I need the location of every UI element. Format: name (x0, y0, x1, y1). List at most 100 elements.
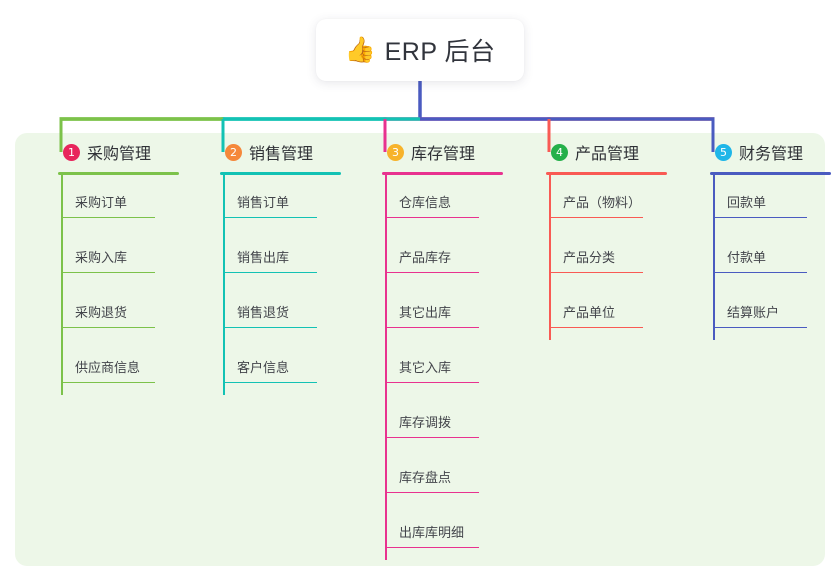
branch-item-rule (549, 217, 643, 219)
branch-item-label: 采购入库 (75, 250, 128, 265)
branch-item-rule (385, 437, 479, 439)
branch-item-rule (385, 382, 479, 384)
branch-title: 产品管理 (575, 146, 640, 163)
branch-item-list: 回款单付款单结算账户 (691, 175, 839, 340)
branch-item[interactable]: 回款单 (691, 175, 839, 230)
branch-item-label: 回款单 (727, 195, 767, 210)
branch-number-badge: 5 (715, 143, 732, 161)
branch-item-rule (385, 547, 479, 549)
branch-item-rule (385, 272, 479, 274)
branch-item-rule (61, 382, 155, 384)
branch-item[interactable]: 结算账户 (691, 285, 839, 340)
branch-item-rule (713, 217, 807, 219)
branch-number-badge: 1 (63, 143, 80, 161)
branch-item[interactable]: 其它出库 (363, 285, 523, 340)
branch-item[interactable]: 产品单位 (527, 285, 687, 340)
branch-item-label: 产品单位 (563, 305, 616, 320)
branch-item[interactable]: 仓库信息 (363, 175, 523, 230)
branch-item[interactable]: 出库库明细 (363, 505, 523, 560)
branch-item-label: 采购退货 (75, 305, 128, 320)
branch-item-label: 供应商信息 (75, 360, 141, 375)
branch-item-list: 采购订单采购入库采购退货供应商信息 (39, 175, 199, 395)
branch-title: 采购管理 (87, 146, 152, 163)
branch-item-label: 库存盘点 (399, 470, 452, 485)
branch-item-label: 销售出库 (237, 250, 290, 265)
branch-item[interactable]: 供应商信息 (39, 340, 199, 395)
branch-item-list: 仓库信息产品库存其它出库其它入库库存调拨库存盘点出库库明细 (363, 175, 523, 560)
branch-item-label: 客户信息 (237, 360, 290, 375)
branch-title: 销售管理 (249, 146, 314, 163)
branch-item-rule (385, 217, 479, 219)
branch-item[interactable]: 库存调拨 (363, 395, 523, 450)
branch-columns: 1 采购管理采购订单采购入库采购退货供应商信息 2 销售管理销售订单销售出库销售退货客… (15, 133, 831, 566)
branch-item[interactable]: 付款单 (691, 230, 839, 285)
branch-item-rule (385, 327, 479, 329)
branches-panel (15, 133, 825, 566)
branch-item-rule (713, 327, 807, 329)
branch-item[interactable]: 库存盘点 (363, 450, 523, 505)
branch-item-list: 销售订单销售出库销售退货客户信息 (201, 175, 361, 395)
branch-item-label: 销售退货 (237, 305, 290, 320)
branch-column: 1 采购管理采购订单采购入库采购退货供应商信息 (39, 133, 199, 395)
branch-item[interactable]: 客户信息 (201, 340, 361, 395)
branch-item[interactable]: 采购入库 (39, 230, 199, 285)
branch-title: 库存管理 (411, 146, 476, 163)
branch-item-label: 结算账户 (727, 305, 780, 320)
branch-header-rule (546, 172, 667, 175)
branch-header[interactable]: 1 采购管理 (39, 133, 199, 171)
branch-item-label: 产品分类 (563, 250, 616, 265)
branch-item-rule (223, 272, 317, 274)
branch-item-rule (61, 217, 155, 219)
branch-item[interactable]: 产品库存 (363, 230, 523, 285)
branch-item-label: 产品库存 (399, 250, 452, 265)
branch-item-rule (61, 272, 155, 274)
branch-stem (385, 175, 387, 560)
branch-item[interactable]: 其它入库 (363, 340, 523, 395)
branch-column: 5 财务管理回款单付款单结算账户 (691, 133, 839, 340)
branch-item-label: 仓库信息 (399, 195, 452, 210)
branch-item-label: 产品（物料） (563, 195, 642, 210)
branch-header[interactable]: 3 库存管理 (363, 133, 523, 171)
root-title: ERP 后台 (384, 38, 496, 66)
branch-item-label: 销售订单 (237, 195, 290, 210)
branch-item[interactable]: 产品分类 (527, 230, 687, 285)
branch-item-label: 库存调拨 (399, 415, 452, 430)
branch-item-rule (713, 272, 807, 274)
branch-item-rule (385, 492, 479, 494)
branch-header-rule (220, 172, 341, 175)
thumbs-up-icon: 👍 (344, 35, 376, 64)
branch-item-label: 采购订单 (75, 195, 128, 210)
branch-header-rule (58, 172, 179, 175)
branch-stem (223, 175, 225, 395)
branch-item[interactable]: 产品（物料） (527, 175, 687, 230)
branch-item-rule (549, 272, 643, 274)
branch-number-badge: 2 (225, 143, 242, 161)
branch-item[interactable]: 销售订单 (201, 175, 361, 230)
branch-stem (713, 175, 715, 340)
branch-header[interactable]: 5 财务管理 (691, 133, 839, 171)
branch-item[interactable]: 销售出库 (201, 230, 361, 285)
branch-item-label: 付款单 (727, 250, 767, 265)
branch-item-label: 其它入库 (399, 360, 452, 375)
branch-item-rule (61, 327, 155, 329)
branch-title: 财务管理 (739, 146, 804, 163)
branch-item-rule (223, 327, 317, 329)
branch-header[interactable]: 2 销售管理 (201, 133, 361, 171)
branch-item-label: 出库库明细 (399, 525, 465, 540)
branch-item[interactable]: 采购订单 (39, 175, 199, 230)
branch-stem (61, 175, 63, 395)
branch-header-rule (710, 172, 831, 175)
branch-column: 2 销售管理销售订单销售出库销售退货客户信息 (201, 133, 361, 395)
branch-item[interactable]: 销售退货 (201, 285, 361, 340)
branch-item-rule (223, 382, 317, 384)
branch-header-rule (382, 172, 503, 175)
branch-item-rule (549, 327, 643, 329)
root-node[interactable]: 👍 ERP 后台 (316, 19, 524, 81)
branch-item-label: 其它出库 (399, 305, 452, 320)
branch-item[interactable]: 采购退货 (39, 285, 199, 340)
branch-number-badge: 3 (387, 143, 404, 161)
branch-item-list: 产品（物料） 产品分类产品单位 (527, 175, 687, 340)
